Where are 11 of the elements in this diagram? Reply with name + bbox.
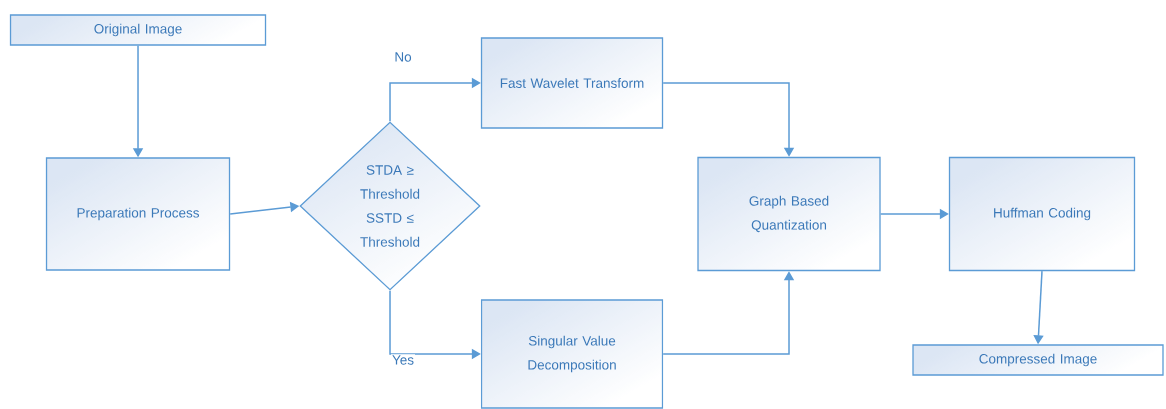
process-box: Compressed Image (912, 344, 1164, 376)
arrow (389, 77, 481, 123)
process-box: Graph Based Quantization (697, 156, 881, 272)
edge-label: Yes (391, 354, 415, 366)
process-box: Preparation Process (45, 157, 231, 271)
process-box: Original Image (9, 14, 267, 46)
process-box: Singular Value Decomposition (480, 299, 664, 409)
arrow (662, 82, 795, 157)
process-box: Fast Wavelet Transform (480, 37, 664, 129)
process-box: Huffman Coding (948, 156, 1136, 272)
edge-label: No (393, 51, 413, 63)
